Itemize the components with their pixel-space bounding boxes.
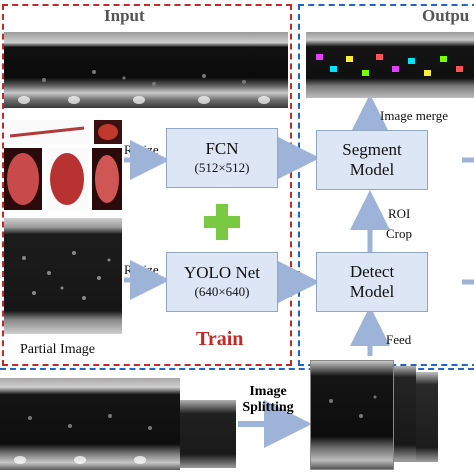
image-word: Image: [249, 384, 287, 399]
yolo-box: YOLO Net (640×640): [166, 252, 278, 312]
splitting-frame: [0, 368, 474, 474]
output-texture: [316, 54, 463, 76]
split-tile-front: [310, 360, 394, 470]
detect-line1: Detect: [349, 262, 395, 281]
split-tile-texture: [329, 395, 377, 418]
detect-line2: Model: [349, 282, 395, 301]
train-label: Train: [196, 328, 244, 350]
strip-texture: [18, 70, 270, 104]
segment-line1: Segment: [342, 140, 402, 159]
image-merge-label: Image merge: [380, 108, 448, 123]
yolo-size: (640×640): [194, 284, 250, 299]
yolo-title: YOLO Net: [183, 263, 260, 282]
input-strip-image: [4, 32, 288, 108]
output-strip-image: [306, 32, 474, 98]
full-strip-image: [0, 378, 180, 470]
fcn-title: FCN: [205, 139, 239, 158]
detect-model-box: Detect Model: [316, 252, 428, 312]
output-header: Outpu: [418, 6, 474, 26]
strip-continuation-image: [180, 400, 236, 468]
cell-crops-drawing: [4, 120, 122, 210]
fcn-size: (512×512): [194, 160, 250, 175]
full-strip-texture: [14, 414, 152, 464]
segment-line2: Model: [349, 160, 395, 179]
crop-label: Crop: [386, 226, 412, 241]
train-frame: [2, 4, 292, 366]
cell-crops-image: [4, 120, 122, 210]
feed-label: Feed: [386, 332, 412, 347]
splitting-word: Splitting: [242, 400, 294, 415]
input-header: Input: [100, 6, 149, 26]
partial-texture: [22, 251, 111, 300]
image-splitting-label: Image Splitting: [238, 384, 298, 416]
plus-icon: [204, 204, 240, 240]
partial-image-label: Partial Image: [20, 342, 96, 357]
segment-model-box: Segment Model: [316, 130, 428, 190]
roi-label: ROI: [388, 206, 411, 221]
fcn-box: FCN (512×512): [166, 128, 278, 188]
partial-image: [4, 218, 122, 334]
